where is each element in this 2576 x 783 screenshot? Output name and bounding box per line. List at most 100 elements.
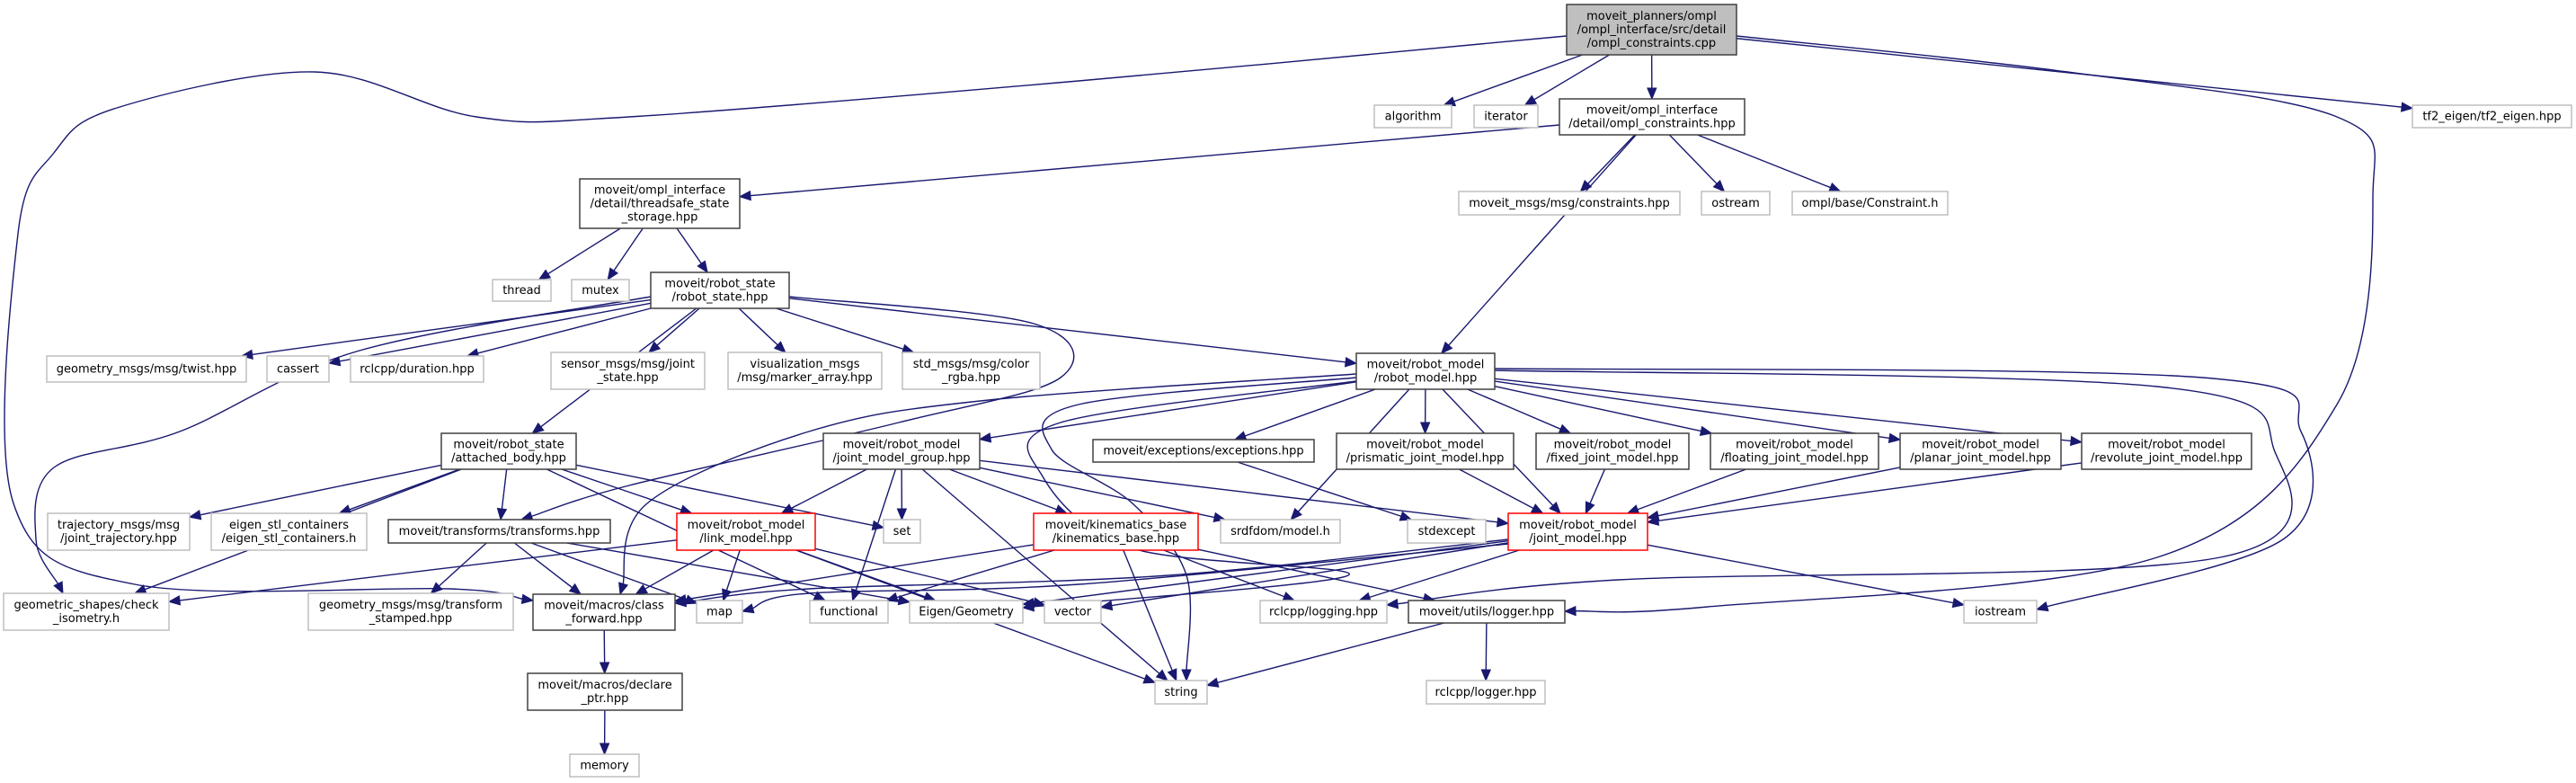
node-label-line: moveit/robot_state — [453, 439, 564, 452]
arrowhead-icon — [1585, 501, 1595, 515]
node-ompl-constraint-h: ompl/base/Constraint.h — [1791, 191, 1949, 216]
arrowhead-icon — [673, 596, 688, 608]
edge-robot_model-to-class_forward — [618, 373, 1357, 596]
edge-joint_model_group-to-joint_model — [979, 459, 1510, 528]
node-tf2-eigen: tf2_eigen/tf2_eigen.hpp — [2412, 104, 2572, 129]
arrowhead-icon — [1099, 600, 1114, 611]
edge-line — [655, 307, 700, 347]
edge-line — [789, 468, 867, 511]
edge-line — [683, 538, 1509, 603]
node-label-line: moveit/robot_model — [1519, 519, 1637, 532]
edge-line — [1123, 549, 1174, 672]
arrowhead-icon — [599, 743, 610, 756]
arrowhead-icon — [1647, 87, 1657, 101]
edge-line — [1367, 549, 1520, 599]
node-class-forward[interactable]: moveit/macros/class_forward.hpp — [532, 593, 676, 631]
edge-line — [1237, 461, 1403, 518]
edge-robot_state-to-duration — [466, 307, 652, 359]
node-box — [650, 271, 790, 309]
node-check-isometry: geometric_shapes/check_isometry.h — [3, 592, 170, 631]
node-label-line: geometry_msgs/msg/twist.hpp — [57, 363, 237, 377]
node-label-line: _state.hpp — [596, 371, 658, 385]
node-declare-ptr[interactable]: moveit/macros/declare_ptr.hpp — [527, 672, 683, 711]
node-box — [550, 351, 706, 390]
node-vector: vector — [1044, 600, 1102, 624]
node-threadsafe[interactable]: moveit/ompl_interface/detail/threadsafe_… — [579, 178, 741, 229]
edge-line — [566, 542, 902, 601]
edge-transforms-to-eigen_geometry — [566, 542, 911, 606]
nodes-layer: moveit_planners/ompl/ompl_interface/src/… — [3, 4, 2572, 778]
node-attached-body[interactable]: moveit/robot_state/attached_body.hpp — [440, 432, 577, 470]
node-label-line: visualization_msgs — [750, 358, 859, 371]
edge-utils_logger-to-string — [1205, 622, 1444, 688]
node-box — [1473, 104, 1539, 129]
arrowhead-icon — [1626, 504, 1640, 515]
node-map: map — [696, 600, 743, 624]
node-box — [440, 432, 577, 470]
node-label-line: memory — [580, 760, 629, 773]
arrowhead-icon — [1443, 96, 1457, 107]
edge-ompl_constraints_hpp-to-ompl_constraint_h — [1697, 134, 1842, 192]
edge-exceptions-to-stdexcept — [1237, 461, 1413, 521]
node-ompl-constraints-hpp[interactable]: moveit/ompl_interface/detail/ompl_constr… — [1559, 98, 1745, 136]
node-revolute[interactable]: moveit/robot_model/revolute_joint_model.… — [2081, 432, 2252, 470]
edge-line — [1446, 134, 1637, 347]
node-label-line: moveit/ompl_interface — [1586, 104, 1718, 118]
node-label-line: _forward.hpp — [564, 613, 642, 627]
edge-line — [1485, 622, 1488, 672]
node-link-model[interactable]: moveit/robot_model/link_model.hpp — [676, 512, 816, 551]
edge-robot_model-to-floating — [1494, 386, 1713, 436]
node-utils-logger[interactable]: moveit/utils/logger.hpp — [1408, 600, 1566, 624]
node-eigen-stl: eigen_stl_containers/eigen_stl_container… — [210, 512, 368, 551]
edge-transforms-to-transform_stamped — [430, 542, 487, 594]
node-prismatic[interactable]: moveit/robot_model/prismatic_joint_model… — [1336, 432, 1515, 470]
node-label-line: moveit/robot_model — [1736, 439, 1853, 452]
node-label-line: /ompl_constraints.cpp — [1587, 37, 1716, 50]
edge-attached_body-to-joint_trajectory — [188, 464, 442, 521]
node-fixed[interactable]: moveit/robot_model/fixed_joint_model.hpp — [1535, 432, 1690, 470]
node-box — [579, 178, 741, 229]
edge-ompl_constraints_hpp-to-threadsafe — [738, 124, 1560, 201]
node-cpp[interactable]: moveit_planners/ompl/ompl_interface/src/… — [1566, 4, 1737, 56]
node-planar[interactable]: moveit/robot_model/planar_joint_model.hp… — [1899, 432, 2062, 470]
node-box — [1373, 104, 1452, 129]
edges-layer — [4, 35, 2414, 756]
arrowhead-icon — [1021, 597, 1035, 609]
node-label-line: eigen_stl_containers — [229, 519, 349, 532]
arrowhead-icon — [978, 432, 992, 443]
node-joint-model[interactable]: moveit/robot_model/joint_model.hpp — [1507, 512, 1648, 551]
node-floating[interactable]: moveit/robot_model/floating_joint_model.… — [1710, 432, 1879, 470]
edge-threadsafe-to-mutex — [607, 227, 644, 281]
node-robot-model[interactable]: moveit/robot_model/robot_model.hpp — [1355, 352, 1496, 390]
node-kinematics-base[interactable]: moveit/kinematics_base/kinematics_base.h… — [1033, 512, 1199, 551]
node-robot-state[interactable]: moveit/robot_state/robot_state.hpp — [650, 271, 790, 309]
node-label-line: trajectory_msgs/msg — [58, 519, 180, 532]
node-stdexcept: stdexcept — [1407, 519, 1487, 544]
arrowhead-icon — [1579, 179, 1593, 192]
arrowhead-icon — [896, 508, 908, 521]
edge-line — [250, 298, 652, 356]
node-label-line: _isometry.h — [52, 612, 120, 626]
arrowhead-icon — [1530, 503, 1544, 514]
node-box — [727, 351, 883, 390]
node-label-line: /joint_trajectory.hpp — [60, 532, 177, 546]
arrowhead-icon — [1233, 431, 1248, 441]
node-box — [1220, 519, 1341, 544]
node-exceptions[interactable]: moveit/exceptions/exceptions.hpp — [1092, 439, 1315, 463]
node-transforms[interactable]: moveit/transforms/transforms.hpp — [387, 519, 611, 544]
arrowhead-icon — [520, 593, 535, 604]
edge-line — [676, 227, 703, 266]
node-joint-model-group[interactable]: moveit/robot_model/joint_model_group.hpp — [822, 432, 981, 470]
arrowhead-icon — [647, 341, 662, 353]
node-eigen-geometry: Eigen/Geometry — [909, 600, 1024, 624]
node-label-line: /robot_model.hpp — [1374, 372, 1478, 386]
arrowhead-icon — [1523, 94, 1538, 106]
edge-line — [776, 307, 906, 351]
edge-attached_body-to-transforms — [496, 468, 508, 521]
edge-revolute-to-joint_model — [1646, 462, 2083, 526]
arrowhead-icon — [240, 349, 253, 360]
node-box — [902, 351, 1041, 390]
node-box — [909, 600, 1024, 624]
arrowhead-icon — [773, 341, 786, 353]
